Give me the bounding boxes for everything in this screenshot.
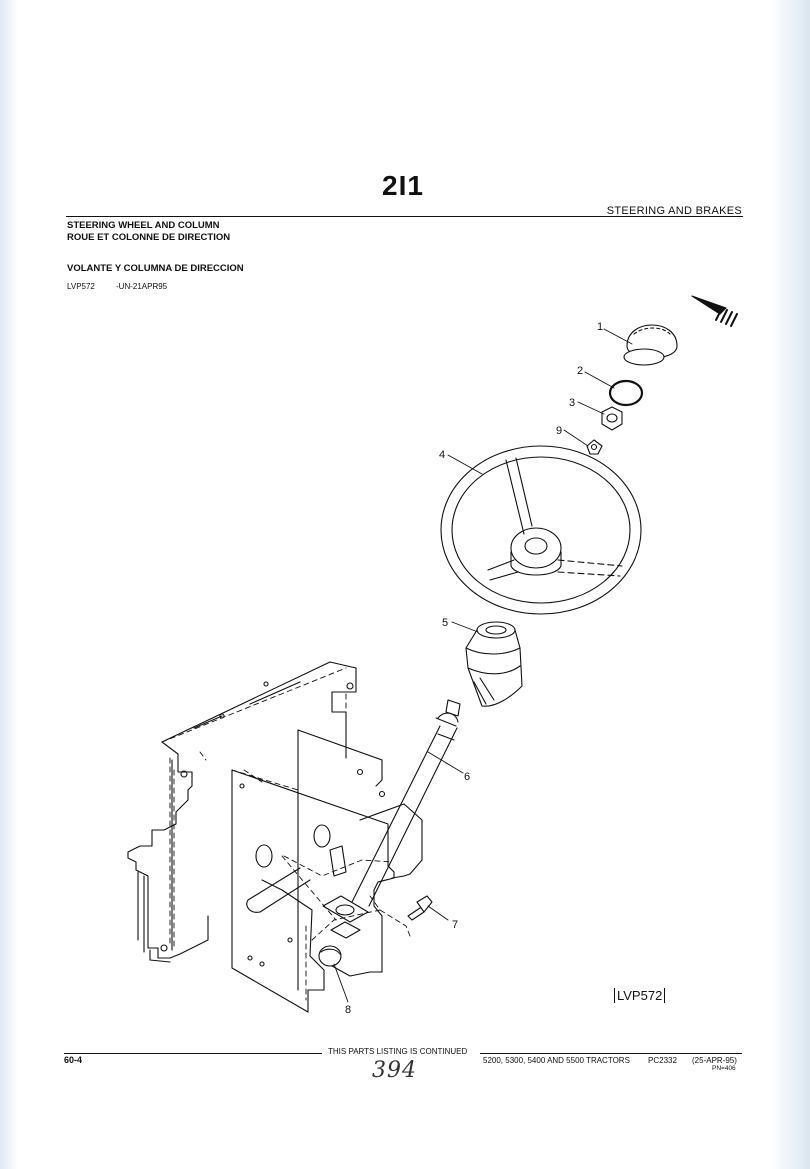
title-french: ROUE ET COLONNE DE DIRECTION	[67, 232, 231, 243]
footer-rule-right	[480, 1053, 742, 1054]
callout-7: 7	[452, 919, 458, 931]
direction-arrow-icon	[691, 295, 738, 327]
callout-1: 1	[597, 321, 603, 333]
part-5-column-shroud	[465, 621, 523, 707]
illustration-code: LVP572	[67, 282, 95, 291]
part-6-steering-column	[322, 699, 461, 939]
support-bracket-rear	[127, 661, 357, 963]
callout-4: 4	[439, 449, 445, 461]
handwritten-page-number: 394	[372, 1058, 417, 1083]
callout-leaders	[333, 328, 633, 1003]
callout-5: 5	[442, 617, 448, 629]
scan-edge-right	[770, 0, 810, 1169]
hidden-lines	[161, 667, 411, 1001]
part-9-lock-washer	[586, 439, 603, 455]
footer-page-number: 60-4	[64, 1055, 83, 1065]
footer-models: 5200, 5300, 5400 AND 5500 TRACTORS	[483, 1056, 630, 1065]
callout-3: 3	[569, 397, 575, 409]
part-1-cap	[623, 324, 678, 366]
part-3-nut	[601, 406, 623, 431]
illustration-date: -UN-21APR95	[116, 282, 168, 291]
callout-6: 6	[464, 771, 470, 783]
callout-labels: 1 2 3 9 4 5 6 7 8	[345, 321, 603, 1016]
callout-9: 9	[556, 425, 562, 437]
part-2-o-ring	[608, 379, 644, 407]
page-code: 2I1	[382, 170, 424, 201]
callout-8: 8	[345, 1004, 351, 1016]
callout-2: 2	[577, 365, 583, 377]
section-title: STEERING AND BRAKES	[606, 205, 742, 217]
title-block: STEERING WHEEL AND COLUMN ROUE ET COLONN…	[67, 220, 230, 244]
part-4-steering-wheel	[440, 445, 642, 615]
scan-edge-left	[0, 0, 18, 1169]
footer-rule-left	[64, 1053, 322, 1054]
header-rule	[66, 216, 743, 217]
part-8-boot	[318, 945, 342, 967]
footer-catalog: PC2332	[648, 1056, 677, 1065]
title-spanish: VOLANTE Y COLUMNA DE DIRECCION	[67, 263, 244, 274]
title-english: STEERING WHEEL AND COLUMN	[67, 220, 220, 231]
footer-continued-note: THIS PARTS LISTING IS CONTINUED	[328, 1047, 468, 1056]
footer-date: (25-APR-95)	[692, 1056, 737, 1065]
illustration-id-label: LVP572	[614, 988, 666, 1003]
part-7-bolt	[407, 895, 433, 921]
footer-pn: PN=406	[712, 1065, 736, 1072]
mounting-plate-front	[231, 729, 423, 1013]
